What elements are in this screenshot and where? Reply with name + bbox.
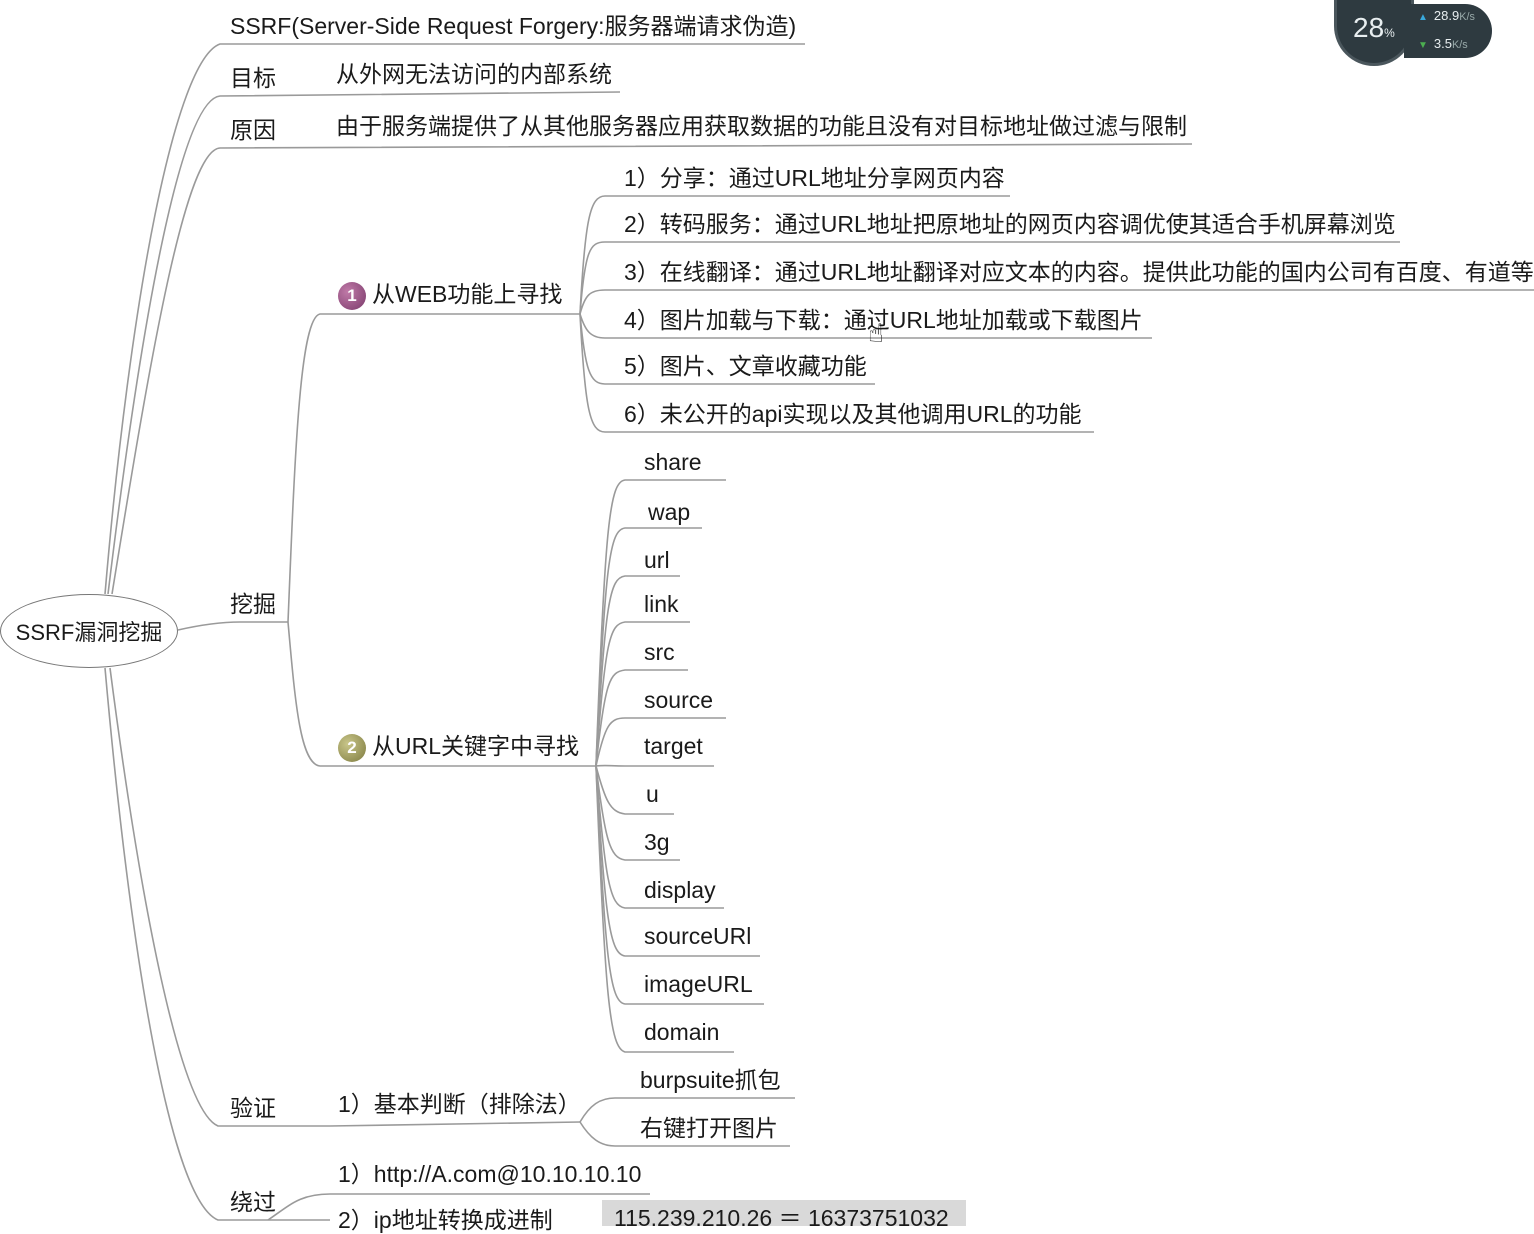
upload-unit: K/s bbox=[1459, 11, 1475, 23]
keyword-src[interactable]: src bbox=[644, 638, 675, 666]
branch-bypass-label[interactable]: 绕过 bbox=[230, 1188, 276, 1216]
download-arrow-icon: ▼ bbox=[1418, 40, 1428, 51]
download-speed: 3.5 bbox=[1434, 36, 1452, 51]
keyword-share[interactable]: share bbox=[644, 448, 702, 476]
branch-target-detail[interactable]: 从外网无法访问的内部系统 bbox=[336, 60, 612, 88]
keyword-url[interactable]: url bbox=[644, 546, 670, 574]
cpu-percent-unit: % bbox=[1384, 26, 1395, 40]
mining-web-label: 从WEB功能上寻找 bbox=[372, 281, 562, 307]
bypass-item-1[interactable]: 1）http://A.com@10.10.10.10 bbox=[338, 1160, 641, 1188]
web-item-2[interactable]: 2）转码服务：通过URL地址把原地址的网页内容调优使其适合手机屏幕浏览 bbox=[624, 210, 1396, 238]
link-verify-basic bbox=[330, 1122, 580, 1126]
upload-speed: 28.9 bbox=[1434, 8, 1459, 23]
web-item-1[interactable]: 1）分享：通过URL地址分享网页内容 bbox=[624, 164, 1005, 192]
branch-cause-detail[interactable]: 由于服务端提供了从其他服务器应用获取数据的功能且没有对目标地址做过滤与限制 bbox=[336, 112, 1187, 140]
web-item-5[interactable]: 5）图片、文章收藏功能 bbox=[624, 352, 867, 380]
link-root-verify bbox=[110, 668, 330, 1126]
keyword-sourceurl[interactable]: sourceURl bbox=[644, 922, 751, 950]
keyword-domain[interactable]: domain bbox=[644, 1018, 719, 1046]
link-root-target bbox=[108, 92, 620, 594]
root-label: SSRF漏洞挖掘 bbox=[16, 615, 163, 647]
speed-panel: ▲28.9K/s ▼3.5K/s bbox=[1404, 4, 1492, 58]
priority-2-icon: 2 bbox=[338, 734, 366, 762]
bypass-item-2[interactable]: 2）ip地址转换成进制 bbox=[338, 1206, 553, 1234]
download-unit: K/s bbox=[1452, 39, 1468, 51]
root-node[interactable]: SSRF漏洞挖掘 bbox=[0, 594, 178, 668]
hand-cursor-icon: ☝ bbox=[868, 318, 884, 349]
bypass-item-2-value[interactable]: 115.239.210.26 ＝ 16373751032 bbox=[614, 1204, 949, 1232]
link-kw-u bbox=[596, 766, 674, 814]
upload-arrow-icon: ▲ bbox=[1418, 12, 1428, 23]
keyword-target[interactable]: target bbox=[644, 732, 703, 760]
keyword-wap[interactable]: wap bbox=[648, 498, 690, 526]
branch-target-label[interactable]: 目标 bbox=[230, 64, 276, 92]
link-kw-domain bbox=[596, 766, 734, 1052]
web-item-6[interactable]: 6）未公开的api实现以及其他调用URL的功能 bbox=[624, 400, 1082, 428]
link-root-bypass bbox=[105, 668, 330, 1220]
priority-1-icon: 1 bbox=[338, 282, 366, 310]
link-mining-web bbox=[288, 314, 580, 622]
web-item-3[interactable]: 3）在线翻译：通过URL地址翻译对应文本的内容。提供此功能的国内公司有百度、有道… bbox=[624, 258, 1534, 286]
topic-title[interactable]: SSRF(Server-Side Request Forgery:服务器端请求伪… bbox=[230, 12, 796, 40]
link-root-mining bbox=[178, 622, 288, 630]
keyword-link[interactable]: link bbox=[644, 590, 679, 618]
branch-verify-label[interactable]: 验证 bbox=[230, 1094, 276, 1122]
keyword-imageurl[interactable]: imageURL bbox=[644, 970, 753, 998]
branch-cause-label[interactable]: 原因 bbox=[230, 116, 276, 144]
keyword-source[interactable]: source bbox=[644, 686, 713, 714]
keyword-display[interactable]: display bbox=[644, 876, 716, 904]
branch-mining-label[interactable]: 挖掘 bbox=[230, 590, 276, 618]
mining-url-label: 从URL关键字中寻找 bbox=[372, 733, 579, 759]
cpu-ring: 28% bbox=[1334, 0, 1414, 66]
keyword-u[interactable]: u bbox=[646, 780, 659, 808]
keyword-3g[interactable]: 3g bbox=[644, 828, 670, 856]
verify-item-right-click[interactable]: 右键打开图片 bbox=[640, 1114, 778, 1142]
cpu-percent: 28 bbox=[1353, 12, 1384, 43]
network-speed-widget[interactable]: 28% ▲28.9K/s ▼3.5K/s bbox=[1334, 0, 1494, 66]
verify-item-burpsuite[interactable]: burpsuite抓包 bbox=[640, 1066, 781, 1094]
verify-basic[interactable]: 1）基本判断（排除法） bbox=[338, 1090, 581, 1118]
